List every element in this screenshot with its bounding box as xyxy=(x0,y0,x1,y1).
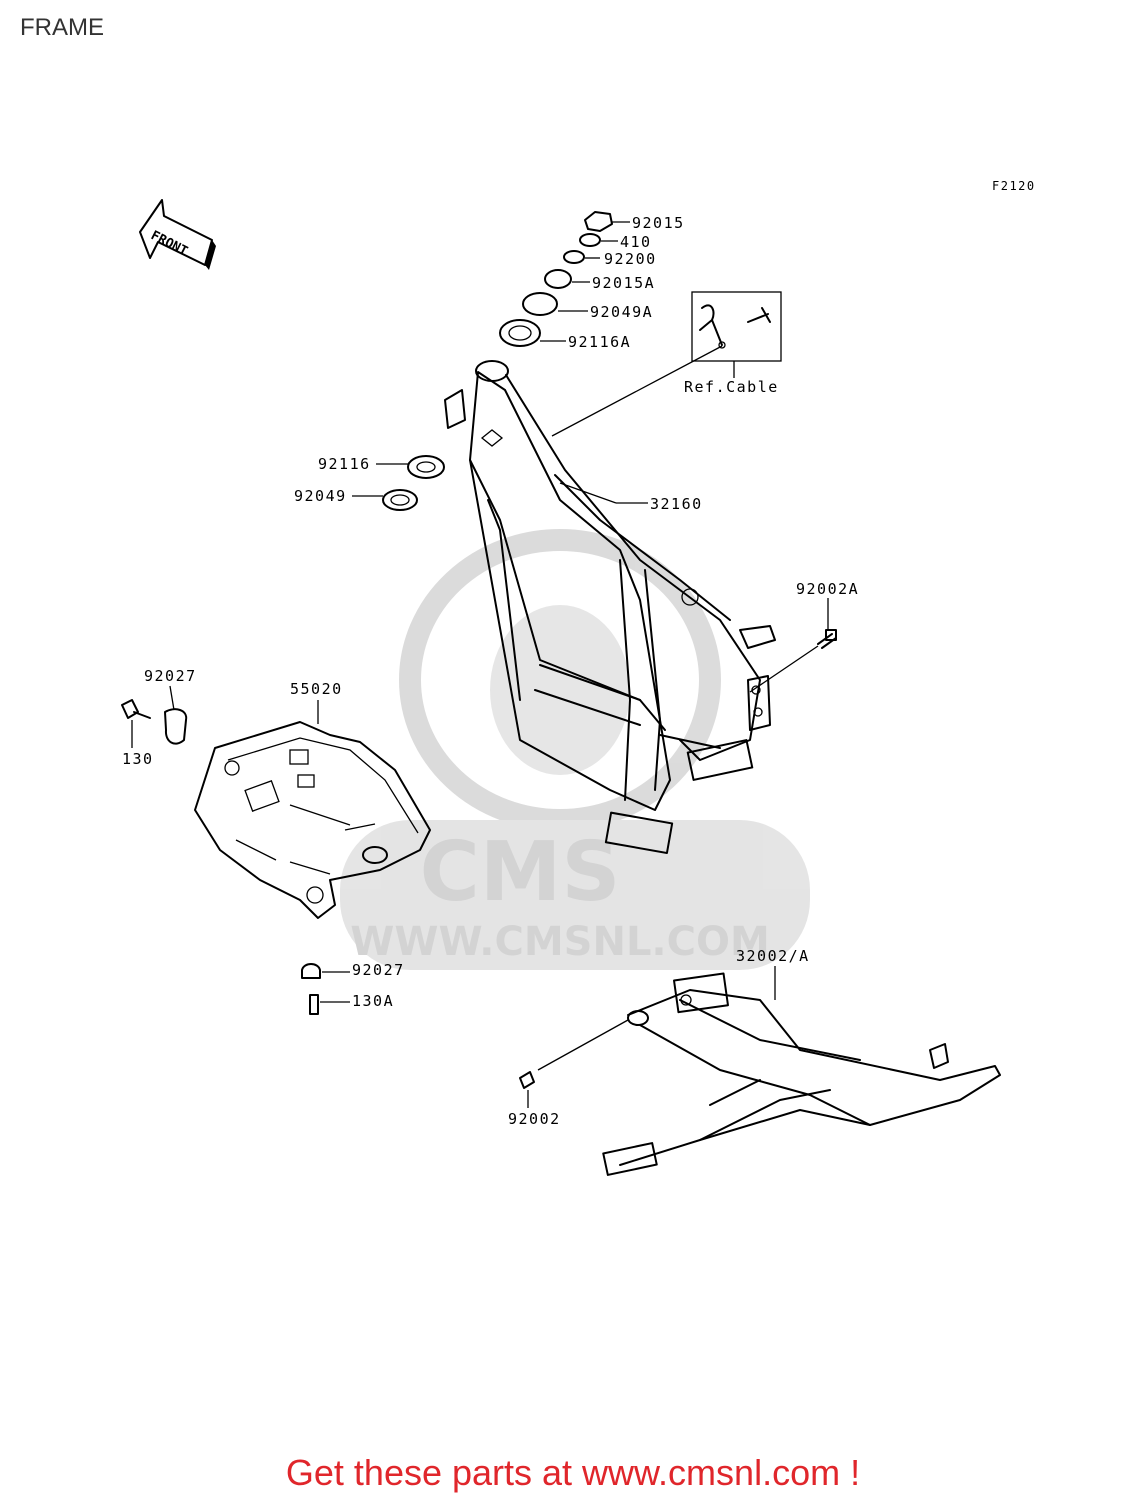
watermark-logo-text: CMS xyxy=(420,825,621,920)
ref-cable-box xyxy=(551,291,782,437)
cms-watermark: CMS WWW.CMSNL.COM xyxy=(340,529,810,970)
callout-92015A: 92015A xyxy=(592,274,655,292)
callout-92027-top: 92027 xyxy=(144,667,197,685)
callout-92200: 92200 xyxy=(604,250,657,268)
callout-92015: 92015 xyxy=(632,214,685,232)
page-title: FRAME xyxy=(20,14,104,41)
callout-32160: 32160 xyxy=(650,495,703,513)
fasteners-bottom xyxy=(301,963,350,1015)
callout-410: 410 xyxy=(620,233,652,251)
subframe xyxy=(519,966,1001,1176)
promo-link[interactable]: Get these parts at www.cmsnl.com ! xyxy=(285,1452,861,1493)
callout-92116A: 92116A xyxy=(568,333,631,351)
callout-92049A: 92049A xyxy=(590,303,653,321)
fasteners-top-left xyxy=(121,685,188,748)
callout-92002: 92002 xyxy=(508,1110,561,1128)
callout-ref-cable: Ref.Cable xyxy=(684,378,779,396)
callout-130: 130 xyxy=(122,750,154,768)
figure-code: F2120 xyxy=(992,179,1036,193)
callout-92116: 92116 xyxy=(318,455,371,473)
skid-plate xyxy=(194,700,431,919)
callout-55020: 55020 xyxy=(290,680,343,698)
callout-92049: 92049 xyxy=(294,487,347,505)
callout-32002A: 32002/A xyxy=(736,947,810,965)
callout-92002A: 92002A xyxy=(796,580,859,598)
callout-92027-bottom: 92027 xyxy=(352,961,405,979)
front-arrow-label: FRONT xyxy=(148,228,190,259)
watermark-url-text: WWW.CMSNL.COM xyxy=(350,919,770,965)
lower-bearings xyxy=(352,455,445,511)
bolt-92002A xyxy=(749,598,837,693)
front-arrow-icon: FRONT xyxy=(139,199,216,270)
steering-stack xyxy=(499,211,630,347)
main-frame xyxy=(444,360,776,854)
callout-130A: 130A xyxy=(352,992,394,1010)
